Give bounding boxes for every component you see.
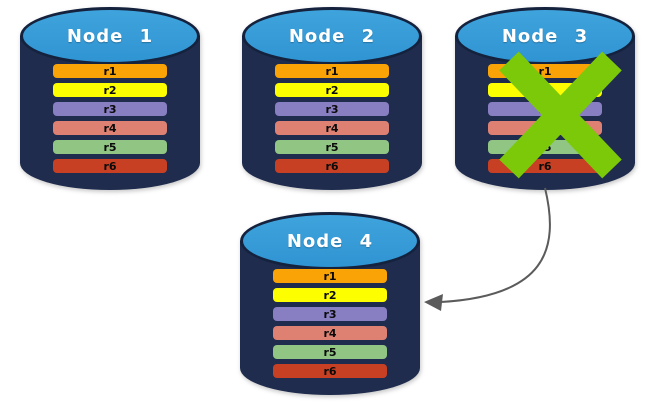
replica-bar-r6: r6 bbox=[275, 159, 389, 173]
replica-bar-r5: r5 bbox=[53, 140, 167, 154]
replica-label: r6 bbox=[323, 364, 337, 378]
replica-label: r6 bbox=[538, 159, 552, 173]
replica-bar-r1: r1 bbox=[53, 64, 167, 78]
node-1: Node 1 r1 r2 r3 r4 r5 r6 bbox=[20, 7, 200, 190]
node-title: Node 3 bbox=[501, 25, 589, 47]
node-title: Node 2 bbox=[288, 25, 376, 47]
replica-label: r2 bbox=[323, 288, 337, 302]
replica-label: r4 bbox=[103, 121, 117, 135]
node-4: Node 4 r1 r2 r3 r4 r5 r6 bbox=[240, 212, 420, 395]
replica-label: r1 bbox=[103, 64, 117, 78]
replica-bar-r6: r6 bbox=[273, 364, 387, 378]
replica-label: r5 bbox=[103, 140, 117, 154]
replica-label: r3 bbox=[103, 102, 117, 116]
replica-bar-r4: r4 bbox=[275, 121, 389, 135]
cylinder-top: Node 1 bbox=[20, 7, 200, 65]
replica-bar-r1: r1 bbox=[275, 64, 389, 78]
replica-bar-r5: r5 bbox=[275, 140, 389, 154]
replica-label: r1 bbox=[325, 64, 339, 78]
arrow-head bbox=[424, 294, 443, 311]
replica-bar-r2: r2 bbox=[273, 288, 387, 302]
replica-bar-r4: r4 bbox=[53, 121, 167, 135]
replica-label: r6 bbox=[325, 159, 339, 173]
node-title: Node 1 bbox=[66, 25, 154, 47]
replica-label: r3 bbox=[323, 307, 337, 321]
cylinder-top: Node 4 bbox=[240, 212, 420, 270]
replica-label: r2 bbox=[325, 83, 339, 97]
replica-bar-r6: r6 bbox=[53, 159, 167, 173]
cylinder-top: Node 2 bbox=[242, 7, 422, 65]
node-2: Node 2 r1 r2 r3 r4 r5 r6 bbox=[242, 7, 422, 190]
replica-label: r2 bbox=[103, 83, 117, 97]
failure-x-icon bbox=[499, 51, 622, 179]
replica-bar-r3: r3 bbox=[273, 307, 387, 321]
replica-label: r6 bbox=[103, 159, 117, 173]
replica-bar-r2: r2 bbox=[53, 83, 167, 97]
replica-label: r3 bbox=[325, 102, 339, 116]
replica-label: r4 bbox=[323, 326, 337, 340]
replica-bar-r3: r3 bbox=[53, 102, 167, 116]
replica-bar-r3: r3 bbox=[275, 102, 389, 116]
node-3: Node 3 r1 r2 r3 r4 r5 r6 bbox=[455, 7, 635, 190]
node-title: Node 4 bbox=[286, 230, 374, 252]
replica-stack: r1 r2 r3 r4 r5 r6 bbox=[275, 64, 389, 178]
replica-bar-r1: r1 bbox=[273, 269, 387, 283]
cylinder-top: Node 3 bbox=[455, 7, 635, 65]
replica-label: r5 bbox=[323, 345, 337, 359]
replica-label: r5 bbox=[325, 140, 339, 154]
replica-label: r4 bbox=[325, 121, 339, 135]
replica-label: r1 bbox=[538, 64, 552, 78]
replica-stack: r1 r2 r3 r4 r5 r6 bbox=[273, 269, 387, 383]
replica-bar-r2: r2 bbox=[275, 83, 389, 97]
replica-bar-r4: r4 bbox=[273, 326, 387, 340]
replica-stack: r1 r2 r3 r4 r5 r6 bbox=[53, 64, 167, 178]
replica-label: r1 bbox=[323, 269, 337, 283]
arrow-curve bbox=[440, 187, 551, 303]
replica-bar-r5: r5 bbox=[273, 345, 387, 359]
